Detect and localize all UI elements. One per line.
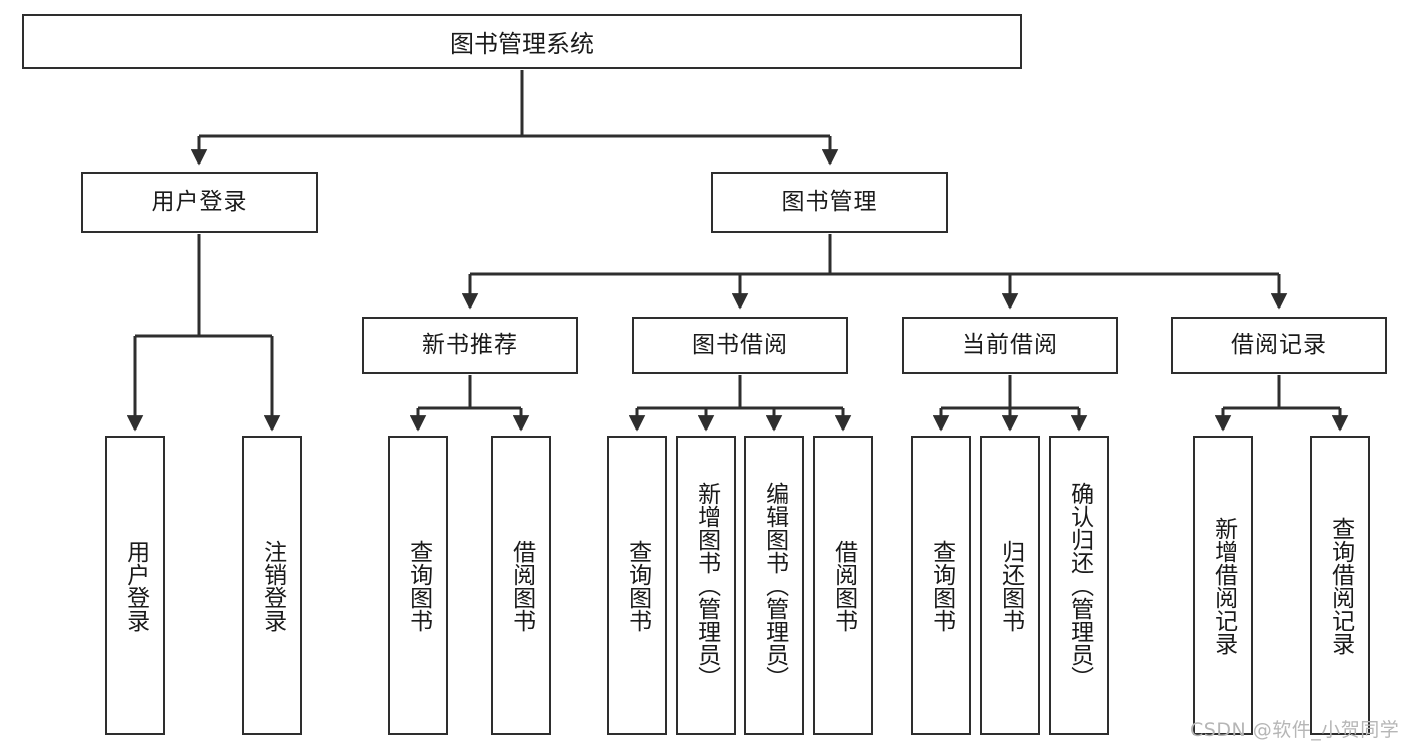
node-leaf-query-borrow-record[interactable]: 查询借阅记录 bbox=[1310, 436, 1370, 735]
leaf-label: 查询借阅记录 bbox=[1327, 516, 1354, 655]
leaf-label: 借阅图书 bbox=[508, 539, 535, 632]
node-leaf-user-logout[interactable]: 注销登录 bbox=[242, 436, 302, 735]
node-leaf-edit-book[interactable]: 编辑图书（管理员） bbox=[744, 436, 804, 735]
leaf-label: 注销登录 bbox=[259, 539, 286, 632]
leaf-label: 确认归还（管理员） bbox=[1066, 482, 1093, 689]
node-user-login[interactable]: 用户登录 bbox=[81, 172, 318, 233]
node-root-system[interactable]: 图书管理系统 bbox=[22, 14, 1022, 69]
csdn-watermark: CSDN @软件_小贺同学 bbox=[1190, 719, 1400, 741]
leaf-label: 编辑图书（管理员） bbox=[761, 482, 788, 689]
node-leaf-query-book-recommend[interactable]: 查询图书 bbox=[388, 436, 448, 735]
leaf-label: 新增图书（管理员） bbox=[693, 482, 720, 689]
node-leaf-add-borrow-record[interactable]: 新增借阅记录 bbox=[1193, 436, 1253, 735]
node-leaf-borrow-book-recommend[interactable]: 借阅图书 bbox=[491, 436, 551, 735]
node-book-management[interactable]: 图书管理 bbox=[711, 172, 948, 233]
node-leaf-return-book[interactable]: 归还图书 bbox=[980, 436, 1040, 735]
node-leaf-confirm-return[interactable]: 确认归还（管理员） bbox=[1049, 436, 1109, 735]
node-borrow-record[interactable]: 借阅记录 bbox=[1171, 317, 1387, 374]
leaf-label: 借阅图书 bbox=[830, 539, 857, 632]
node-leaf-add-book[interactable]: 新增图书（管理员） bbox=[676, 436, 736, 735]
leaf-label: 查询图书 bbox=[624, 539, 651, 632]
node-book-borrow[interactable]: 图书借阅 bbox=[632, 317, 848, 374]
leaf-label: 查询图书 bbox=[405, 539, 432, 632]
leaf-label: 归还图书 bbox=[997, 539, 1024, 632]
node-current-borrow[interactable]: 当前借阅 bbox=[902, 317, 1118, 374]
node-leaf-user-login[interactable]: 用户登录 bbox=[105, 436, 165, 735]
node-new-book-recommend[interactable]: 新书推荐 bbox=[362, 317, 578, 374]
node-leaf-query-book-current[interactable]: 查询图书 bbox=[911, 436, 971, 735]
node-leaf-borrow-book[interactable]: 借阅图书 bbox=[813, 436, 873, 735]
node-leaf-query-book-borrow[interactable]: 查询图书 bbox=[607, 436, 667, 735]
leaf-label: 新增借阅记录 bbox=[1210, 516, 1237, 655]
leaf-label: 查询图书 bbox=[928, 539, 955, 632]
leaf-label: 用户登录 bbox=[122, 539, 149, 632]
